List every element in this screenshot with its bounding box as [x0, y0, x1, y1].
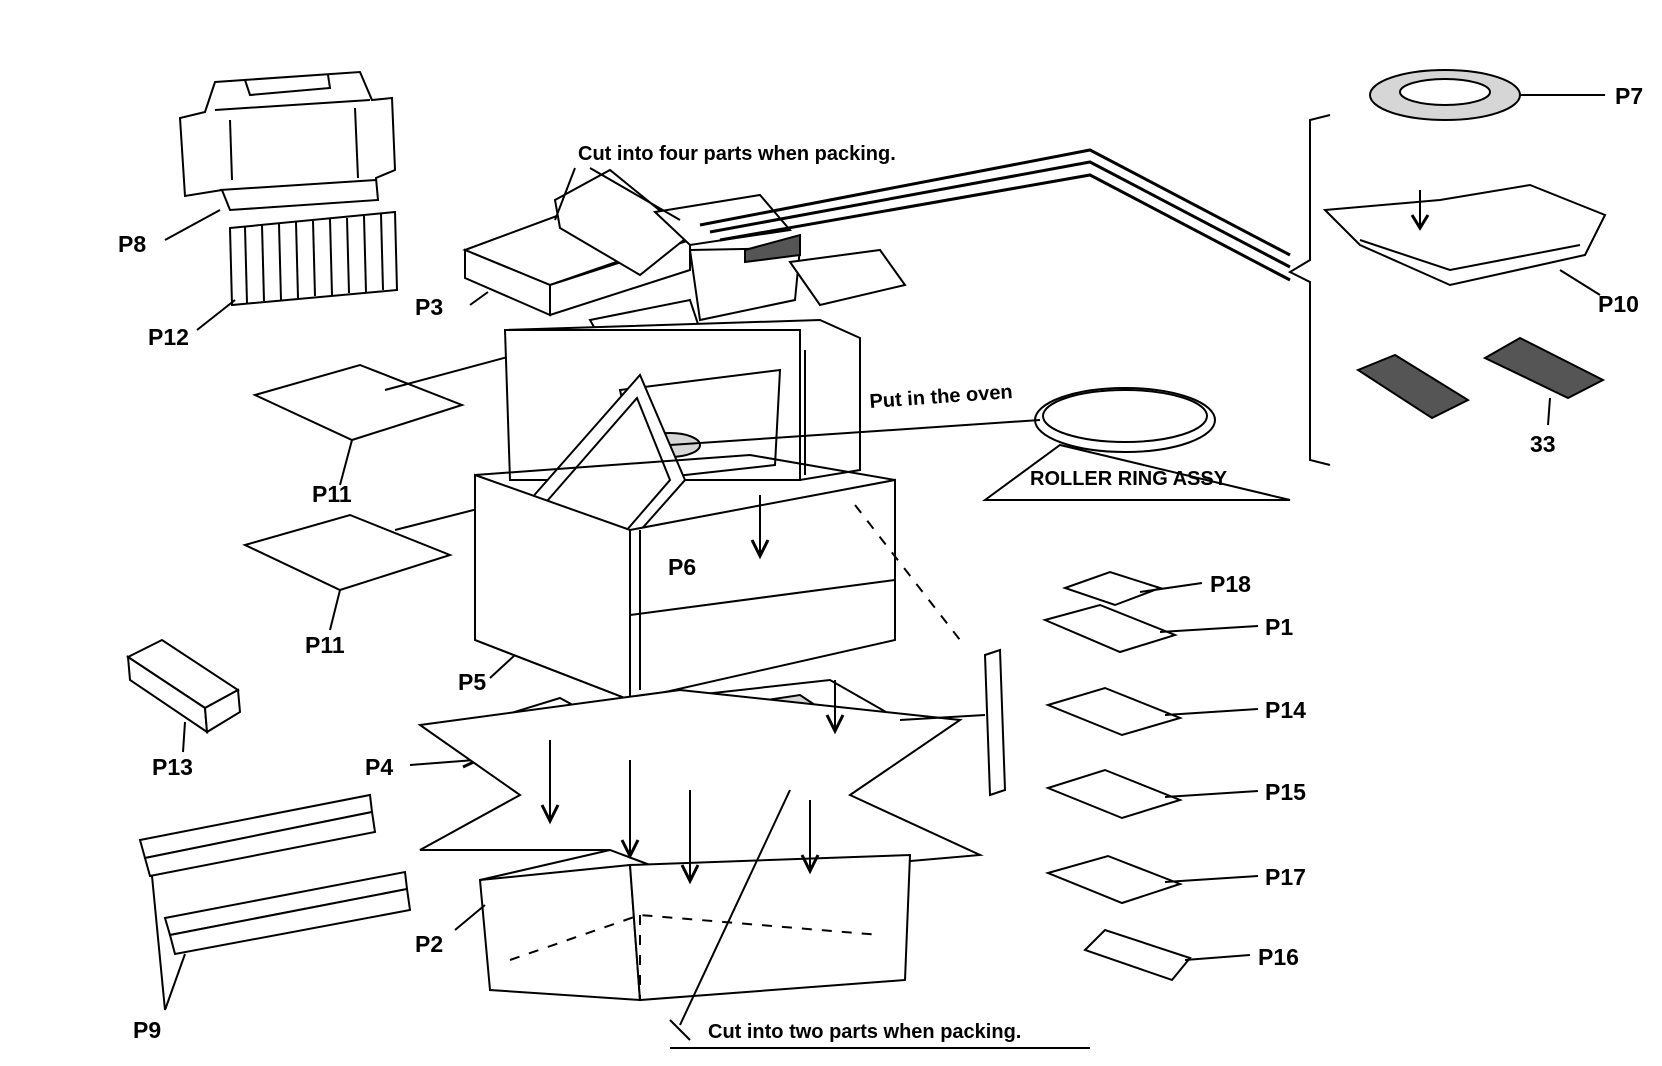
annotation-put-in-oven: Put in the oven	[869, 381, 1014, 413]
part-p9-rails	[138, 793, 412, 956]
part-p11-sheet-top	[252, 363, 465, 442]
part-p1-sheet	[1041, 603, 1178, 654]
part-p17-sheet	[1044, 854, 1183, 905]
label-p3: P3	[415, 294, 443, 320]
label-p13: P13	[152, 754, 193, 780]
label-33: 33	[1530, 431, 1556, 457]
label-p16: P16	[1258, 944, 1299, 970]
label-roller-ring-assy: ROLLER RING ASSY	[1030, 468, 1228, 490]
label-p11-bottom: P11	[305, 632, 345, 658]
part-p2-box	[417, 688, 984, 1002]
part-p10-tray	[1322, 183, 1607, 287]
label-p9: P9	[133, 1017, 161, 1043]
part-p13-block	[126, 638, 242, 734]
part-p8-tray	[178, 70, 397, 212]
part-p18-sheet	[1061, 570, 1164, 607]
annotation-cut-four: Cut into four parts when packing.	[578, 143, 896, 165]
part-p5-sleeve	[474, 453, 896, 702]
label-p10: P10	[1598, 291, 1639, 317]
part-p15-sheet	[1045, 768, 1183, 820]
annotation-cut-two: Cut into two parts when packing.	[708, 1021, 1021, 1043]
part-p14-sheet	[1044, 686, 1184, 737]
label-p5: P5	[458, 669, 486, 695]
part-p16-card	[1083, 928, 1192, 982]
label-p14: P14	[1265, 697, 1306, 723]
label-p18: P18	[1210, 571, 1251, 597]
part-33-filters	[1355, 336, 1606, 420]
label-p15: P15	[1265, 779, 1306, 805]
label-p6: P6	[668, 554, 696, 580]
label-p7: P7	[1615, 83, 1643, 109]
label-p2: P2	[415, 931, 443, 957]
label-p11-top: P11	[312, 481, 352, 507]
label-p1: P1	[1265, 614, 1293, 640]
label-p17: P17	[1265, 864, 1306, 890]
label-p4: P4	[365, 754, 393, 780]
part-roller-ring	[1034, 387, 1216, 453]
label-p8: P8	[118, 231, 146, 257]
part-p11-sheet-bottom	[242, 513, 453, 592]
part-p12-comb	[228, 210, 399, 307]
part-p7-turntable	[1369, 69, 1521, 121]
label-p12: P12	[148, 324, 189, 350]
part-post	[983, 648, 1007, 797]
